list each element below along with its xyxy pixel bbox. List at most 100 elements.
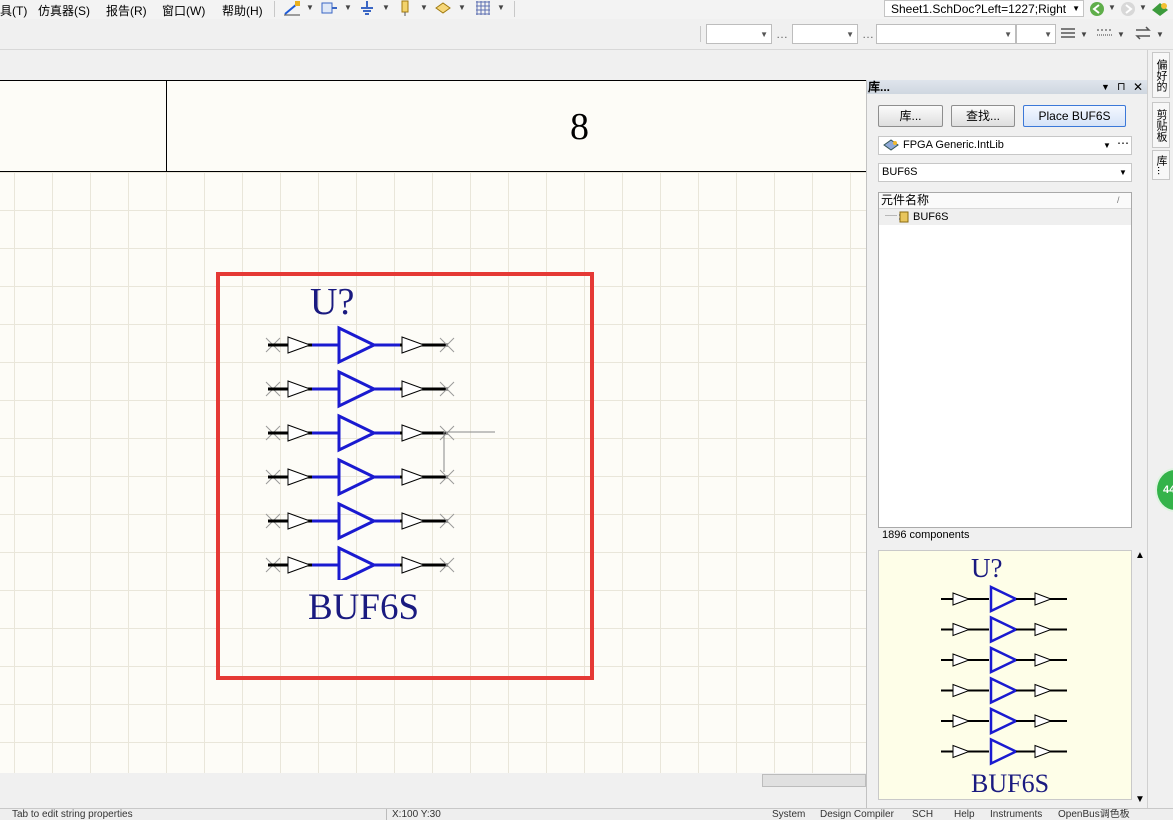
menu-tools[interactable]: 具(T)	[0, 4, 28, 18]
sort-icon[interactable]: /	[1117, 195, 1120, 205]
filter-combo[interactable]: BUF6S ▼	[878, 163, 1132, 182]
scroll-thumb[interactable]	[762, 774, 866, 787]
preview-scrollbar[interactable]: ▲ ▼	[1134, 550, 1146, 808]
more-options-icon[interactable]: ⋯	[1117, 136, 1129, 150]
document-path-text: Sheet1.SchDoc?Left=1227;Right	[891, 2, 1067, 16]
scroll-down-icon[interactable]: ▼	[1135, 794, 1145, 805]
component-designator[interactable]: U?	[310, 281, 355, 323]
pin-end-cross	[439, 337, 455, 353]
port-icon[interactable]	[434, 0, 452, 16]
forward-icon[interactable]	[1120, 1, 1136, 17]
buf6s-symbol[interactable]	[260, 320, 500, 580]
status-tab-system[interactable]: System	[772, 809, 806, 820]
preview-buffer-row	[941, 585, 1067, 613]
library-select[interactable]: FPGA Generic.IntLib ▼ ⋯	[878, 136, 1132, 155]
preview-input-arrow	[952, 622, 971, 637]
buffer-row	[265, 369, 455, 409]
dropdown-arrow-icon[interactable]: ▼	[497, 3, 505, 12]
wire-tool-icon[interactable]	[283, 0, 301, 16]
horizontal-scrollbar[interactable]	[0, 773, 866, 790]
style-combo[interactable]: ▼	[876, 24, 1016, 44]
line-style-icon[interactable]	[1060, 27, 1076, 39]
dash-style-icon[interactable]	[1096, 27, 1114, 39]
status-tab-openbus[interactable]: OpenBus调色板	[1058, 809, 1130, 820]
more-dots[interactable]: …	[776, 27, 788, 41]
dropdown-arrow-icon[interactable]: ▼	[1117, 30, 1125, 39]
toolbar-separator	[274, 1, 275, 17]
back-icon[interactable]	[1089, 1, 1105, 17]
part-icon[interactable]	[396, 0, 414, 16]
toolbar-separator	[514, 1, 515, 17]
scroll-up-icon[interactable]: ▲	[1135, 550, 1145, 561]
preview-buffer-row	[941, 615, 1067, 644]
search-button[interactable]: 查找...	[951, 105, 1015, 127]
preview-output-arrow	[1034, 592, 1053, 606]
size-combo[interactable]: ▼	[792, 24, 858, 44]
tab-favorites[interactable]: 偏好的	[1152, 52, 1170, 98]
preview-input-arrow	[952, 744, 971, 759]
bus-tool-icon[interactable]	[320, 0, 338, 16]
component-comment[interactable]: BUF6S	[308, 587, 420, 628]
chevron-down-icon[interactable]: ▼	[1072, 4, 1080, 13]
buffer-triangle	[337, 369, 378, 409]
dropdown-arrow-icon[interactable]: ▼	[382, 3, 390, 12]
status-tab-design-compiler[interactable]: Design Compiler	[820, 809, 894, 820]
menu-reports[interactable]: 报告(R)	[106, 4, 147, 18]
column-title: 元件名称	[881, 193, 930, 207]
preview-output-arrow	[1034, 653, 1053, 667]
font-combo[interactable]: ▼	[706, 24, 772, 44]
buffer-triangle	[337, 325, 378, 365]
menu-simulator[interactable]: 仿真器(S)	[38, 4, 90, 18]
grid-icon[interactable]	[474, 0, 492, 16]
pin-icon[interactable]: ⊓	[1117, 81, 1126, 93]
preview-buffer-triangle	[989, 585, 1019, 613]
dropdown-arrow-icon[interactable]: ▼	[458, 3, 466, 12]
symbol-preview: U? BUF6S	[878, 550, 1132, 800]
schematic-canvas[interactable]: 8 U? BUF6S	[0, 80, 866, 773]
tab-clipboard[interactable]: 剪贴板	[1152, 102, 1170, 148]
menu-help[interactable]: 帮助(H)	[222, 4, 263, 18]
output-port-arrow	[401, 380, 426, 398]
status-tab-instruments[interactable]: Instruments	[990, 809, 1043, 820]
place-component-button[interactable]: Place BUF6S	[1023, 105, 1126, 127]
preview-buffer-triangle	[989, 707, 1019, 735]
close-icon[interactable]: ✕	[1133, 80, 1144, 94]
menu-window[interactable]: 窗口(W)	[162, 4, 206, 18]
status-tab-help[interactable]: Help	[954, 809, 975, 820]
list-column-header[interactable]: 元件名称 /	[879, 193, 1131, 209]
list-item[interactable]: ┄┄ BUF6S	[879, 209, 1131, 225]
preview-comment: BUF6S	[971, 769, 1050, 798]
project-icon[interactable]	[1150, 0, 1170, 18]
width-combo[interactable]: ▼	[1016, 24, 1056, 44]
document-tab-strip	[0, 50, 866, 78]
chevron-down-icon: ▼	[1103, 141, 1111, 150]
dropdown-arrow-icon[interactable]: ▼	[1139, 3, 1147, 12]
more-dots[interactable]: …	[862, 27, 874, 41]
side-tab-strip: 偏好的 剪贴板 库...	[1147, 50, 1173, 808]
output-port-arrow	[401, 468, 426, 486]
pin-end-cross	[439, 513, 455, 529]
buffer-row	[265, 501, 455, 541]
dropdown-arrow-icon[interactable]: ▼	[344, 3, 352, 12]
chevron-down-icon[interactable]: ▼	[1101, 82, 1110, 92]
dropdown-arrow-icon[interactable]: ▼	[420, 3, 428, 12]
preview-buffer-row	[941, 676, 1067, 705]
swap-icon[interactable]	[1134, 25, 1152, 41]
dropdown-arrow-icon[interactable]: ▼	[306, 3, 314, 12]
ground-power-icon[interactable]	[358, 0, 376, 16]
chevron-down-icon: ▼	[760, 30, 768, 39]
dropdown-arrow-icon[interactable]: ▼	[1108, 3, 1116, 12]
buffer-triangle	[337, 413, 378, 453]
input-port-arrow	[287, 556, 312, 574]
dropdown-arrow-icon[interactable]: ▼	[1080, 30, 1088, 39]
panel-title-bar: 库... ▼ ⊓ ✕	[867, 80, 1148, 94]
document-path-field[interactable]: Sheet1.SchDoc?Left=1227;Right ▼	[884, 0, 1084, 17]
library-select-value: FPGA Generic.IntLib	[903, 139, 1004, 151]
tab-libraries[interactable]: 库...	[1152, 150, 1170, 180]
status-tab-sch[interactable]: SCH	[912, 809, 934, 820]
component-list[interactable]: 元件名称 / ┄┄ BUF6S	[878, 192, 1132, 528]
dropdown-arrow-icon[interactable]: ▼	[1156, 30, 1164, 39]
highlight-box	[216, 272, 594, 680]
toolbar-separator	[700, 26, 701, 42]
libraries-button[interactable]: 库...	[878, 105, 943, 127]
